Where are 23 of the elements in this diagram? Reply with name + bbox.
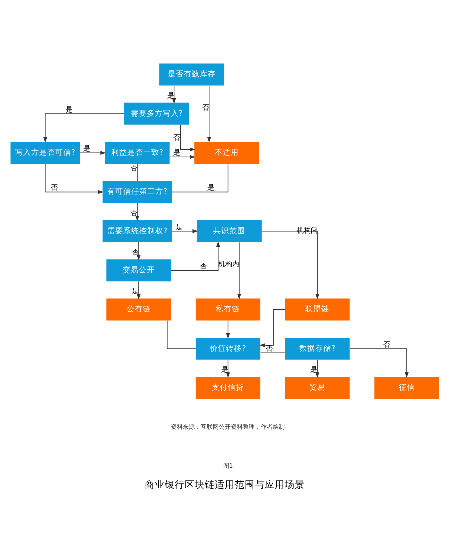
arrow — [262, 231, 320, 300]
arrow — [350, 348, 409, 378]
arrow — [137, 281, 141, 300]
arrow — [316, 360, 320, 378]
arrow — [170, 155, 196, 160]
arrow — [172, 230, 198, 234]
diagram-title: 商业银行区块链适用范围与应用场景 — [145, 480, 305, 491]
connector — [260, 352, 286, 354]
arrow — [226, 320, 230, 339]
connector — [137, 164, 138, 182]
arrow — [44, 114, 125, 143]
arrow — [136, 203, 140, 222]
arrow — [172, 86, 176, 104]
arrow — [180, 124, 196, 152]
arrow — [137, 242, 141, 261]
arrow — [207, 86, 212, 143]
connector — [167, 320, 196, 350]
connector — [172, 164, 229, 193]
arrow — [170, 242, 220, 271]
arrow — [226, 360, 230, 378]
arrow — [80, 151, 106, 156]
arrow — [238, 242, 242, 300]
arrow — [45, 164, 104, 194]
